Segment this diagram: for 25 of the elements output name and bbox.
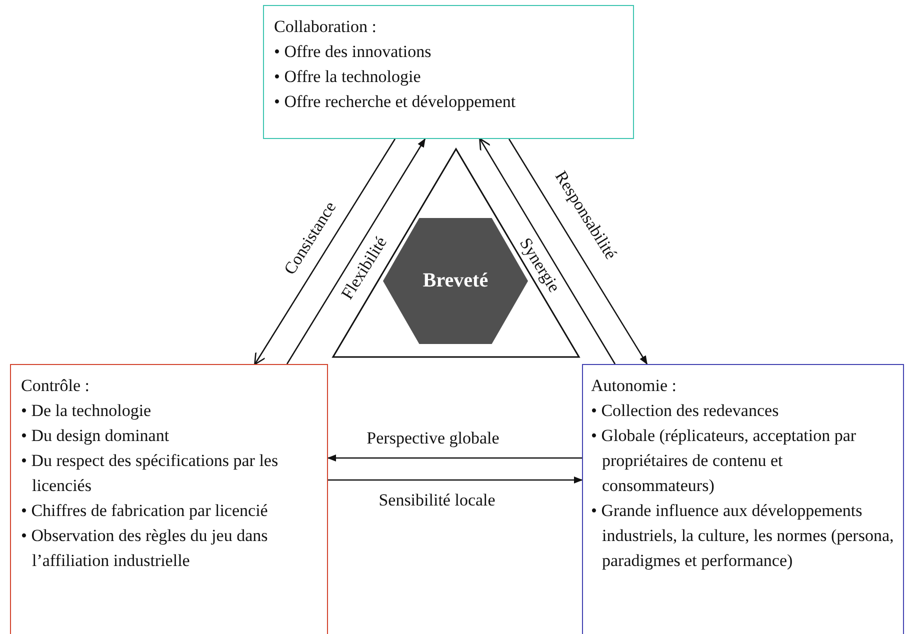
text-box — [582, 364, 904, 634]
bullet-item: • Globale (réplicateurs, acceptation par propriétaires de contenu et consommateurs) — [591, 425, 858, 497]
arrow — [286, 138, 426, 364]
bullet-item: • Du respect des spécifications par les licenciés — [21, 450, 280, 497]
bullet-item: • Chiffres de fabrication par licencié — [21, 500, 269, 522]
bullet-item: • Grande influence aux développements industriels, la culture, les normes (persona, paradigmes et performance) — [591, 500, 895, 572]
center-label: Breveté — [422, 270, 490, 292]
arrow — [254, 138, 396, 366]
box-heading: Autonomie : — [591, 375, 678, 397]
arrow — [328, 476, 583, 484]
bullet-item: • Offre des innovations — [274, 41, 432, 63]
arrow — [327, 454, 582, 462]
arrow — [479, 138, 616, 364]
bullet-item: • Offre recherche et développement — [274, 91, 517, 113]
arrow — [508, 138, 648, 365]
box-heading: Collaboration : — [274, 16, 378, 38]
bullet-item: • De la technologie — [21, 400, 152, 422]
bullet-item: • Offre la technologie — [274, 66, 422, 88]
bullet-item: • Collection des redevances — [591, 400, 780, 422]
edge-label: Perspective globale — [366, 428, 500, 448]
text-box — [10, 364, 328, 634]
text-box — [263, 5, 634, 139]
bullet-item: • Observation des règles du jeu dans l’affiliation industrielle — [21, 525, 269, 572]
bullet-item: • Du design dominant — [21, 425, 170, 447]
box-heading: Contrôle : — [21, 375, 90, 397]
